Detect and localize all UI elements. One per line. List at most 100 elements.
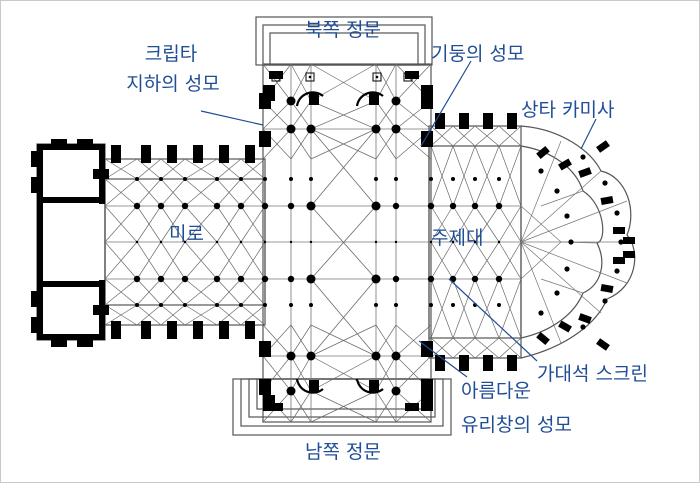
vault-rib xyxy=(160,178,186,207)
vault-rib xyxy=(395,355,432,392)
vault-rib xyxy=(395,324,432,357)
vault-rib xyxy=(290,355,312,392)
pier xyxy=(286,351,296,361)
pier xyxy=(215,303,219,307)
vault-rib xyxy=(262,100,292,130)
buttress xyxy=(558,320,572,333)
pier xyxy=(157,275,165,283)
vault-rib xyxy=(136,178,162,207)
vault-rib xyxy=(216,158,242,180)
vault-rib xyxy=(104,178,138,207)
vault-rib xyxy=(430,278,454,339)
pier xyxy=(427,275,435,283)
buttress xyxy=(596,140,610,153)
vault-rib xyxy=(375,355,397,392)
vault-rib xyxy=(104,241,138,280)
vault-rib xyxy=(184,304,218,326)
pier xyxy=(135,240,139,244)
pier xyxy=(289,303,293,307)
vault-rib xyxy=(452,337,476,359)
vault-rib xyxy=(216,178,242,207)
vault-rib xyxy=(160,205,186,243)
buttress xyxy=(483,113,493,129)
pier xyxy=(135,177,139,181)
pier xyxy=(394,303,398,307)
pier xyxy=(135,303,139,307)
pier xyxy=(371,201,381,211)
choir-screen-label: 가대석 스크린 xyxy=(537,363,648,385)
pier xyxy=(309,177,313,181)
crypt-label-line1: 크립타 xyxy=(144,43,198,65)
buttress xyxy=(558,158,572,171)
pier xyxy=(554,188,560,194)
pier xyxy=(263,177,267,181)
pier xyxy=(391,351,401,361)
vault-rib xyxy=(240,205,266,243)
vault-rib xyxy=(104,304,138,326)
pier xyxy=(133,202,141,210)
vault-rib xyxy=(474,145,500,207)
labyrinth-label: 미로 xyxy=(169,223,204,245)
buttress xyxy=(435,355,445,371)
vault-rib xyxy=(452,145,476,207)
vault-rib xyxy=(136,205,162,243)
pier xyxy=(213,202,221,210)
vault-rib xyxy=(430,125,454,147)
vault-rib xyxy=(290,128,312,160)
buttress xyxy=(536,331,550,346)
buttress xyxy=(483,355,493,371)
vault-rib xyxy=(160,278,186,306)
pier xyxy=(580,324,586,330)
buttress xyxy=(596,338,610,351)
pier xyxy=(391,124,401,134)
vault-rib xyxy=(310,355,377,392)
vault-rib xyxy=(452,205,476,243)
pier xyxy=(554,290,560,296)
buttress xyxy=(613,227,625,234)
pier xyxy=(564,266,570,272)
vault-rib xyxy=(430,205,454,243)
pier xyxy=(473,177,477,181)
pier xyxy=(391,96,401,106)
vault-rib xyxy=(498,241,522,280)
pier xyxy=(309,303,313,307)
pier xyxy=(614,210,620,216)
buttress xyxy=(193,321,203,339)
buttress xyxy=(536,145,550,160)
vault-rib xyxy=(474,337,500,359)
buttresses xyxy=(111,85,635,411)
pier xyxy=(263,303,267,307)
choir-label: 주제대 xyxy=(431,227,484,249)
pier xyxy=(133,275,141,283)
vault-rib xyxy=(184,278,218,306)
vault-rib xyxy=(184,241,218,280)
buttress xyxy=(193,145,203,163)
buttress xyxy=(167,145,177,163)
pier xyxy=(239,177,243,181)
window-label-line1: 아름다운 xyxy=(461,380,531,402)
pier xyxy=(306,201,316,211)
buttress xyxy=(111,321,121,339)
vault-rib xyxy=(216,278,242,306)
buttress xyxy=(421,131,433,147)
pier xyxy=(451,177,455,181)
buttress xyxy=(141,321,151,339)
vault-rib xyxy=(452,278,476,339)
vault-rib xyxy=(290,100,312,130)
vault-rib xyxy=(474,278,500,339)
pier xyxy=(239,240,243,244)
pier xyxy=(392,275,400,283)
buttress xyxy=(600,284,614,293)
pier xyxy=(213,275,221,283)
vault-rib xyxy=(136,278,162,306)
window-label-line2: 유리창의 성모 xyxy=(461,414,572,436)
pier xyxy=(159,303,163,307)
buttress xyxy=(578,313,592,324)
vault-rib xyxy=(104,205,138,243)
pier xyxy=(497,240,501,244)
vault-rib xyxy=(160,241,186,280)
buttress xyxy=(421,379,433,395)
pier xyxy=(215,177,219,181)
pier xyxy=(374,177,378,181)
pier xyxy=(497,303,501,307)
